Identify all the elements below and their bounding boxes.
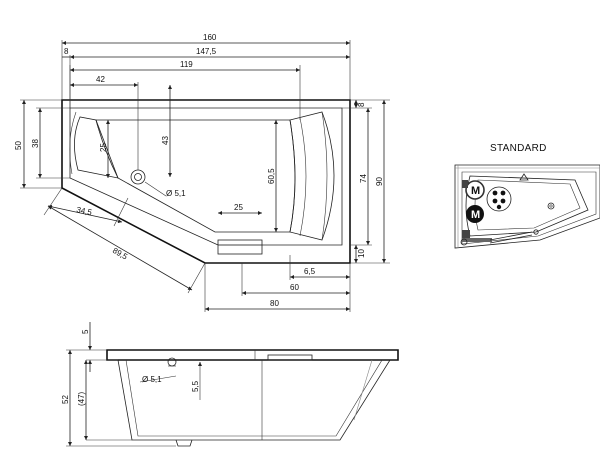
standard-basin: [465, 175, 589, 237]
motor-icon-2: M: [466, 205, 484, 223]
top-view: 160 8 147,5 119 42 25 6,5 60 80 Ø 5,1 50…: [14, 33, 390, 312]
svg-text:M: M: [471, 185, 480, 197]
dim-side-drain-diameter: Ø 5,1: [142, 375, 162, 384]
dim-bottom-80: 80: [270, 299, 279, 308]
side-drain: [167, 357, 193, 447]
standard-view: STANDARD M M: [454, 143, 600, 249]
dim-drain-pos: 42: [96, 75, 105, 84]
dim-drain-diameter: Ø 5,1: [166, 189, 186, 198]
dim-height-74: 74: [359, 174, 368, 183]
overflow-slot: [217, 239, 263, 255]
piping: [460, 180, 539, 246]
basin-headrest: [74, 116, 119, 179]
dim-side-height-47: (47): [77, 391, 86, 406]
side-rim: [106, 349, 399, 361]
dim-bottom-6-5: 6,5: [304, 267, 316, 276]
side-view: 5 52 (47) Ø 5,1 5,5: [61, 322, 399, 447]
massage-jet-control: [486, 186, 512, 212]
dim-edge-8: 8: [357, 102, 366, 107]
dim-diag-89-5: 89,5: [111, 246, 129, 262]
dim-height-total: 90: [375, 177, 384, 186]
dim-width-total: 160: [203, 33, 217, 42]
dim-step-25: 25: [234, 203, 243, 212]
standard-title: STANDARD: [490, 143, 547, 154]
dim-rim-5: 5: [81, 329, 90, 334]
dim-diag-34-5: 34,5: [76, 205, 94, 217]
tub-inner-rim: [69, 107, 343, 246]
svg-text:M: M: [471, 209, 480, 221]
dim-depth-43: 43: [161, 136, 170, 145]
basin-backrest: [289, 111, 335, 241]
drain: [130, 169, 146, 185]
side-body: [117, 359, 391, 441]
dim-edge-10: 10: [357, 249, 366, 258]
dim-depth-60-5: 60,5: [267, 168, 276, 184]
motor-icon-1: M: [465, 180, 485, 200]
dim-head-25: 25: [99, 143, 108, 152]
standard-outer-outline: [454, 164, 600, 249]
tub-outer-outline: [61, 99, 351, 264]
basin-bottom: [95, 119, 296, 233]
dim-side-height-52: 52: [61, 395, 70, 404]
dim-left-38: 38: [31, 139, 40, 148]
dim-bottom-60: 60: [290, 283, 299, 292]
dim-left-50: 50: [14, 141, 23, 150]
dim-inner-length: 147,5: [196, 47, 217, 56]
dim-length-119: 119: [180, 60, 193, 69]
dim-offset-left: 8: [64, 47, 69, 56]
dim-side-drain-5-5: 5,5: [191, 380, 200, 392]
